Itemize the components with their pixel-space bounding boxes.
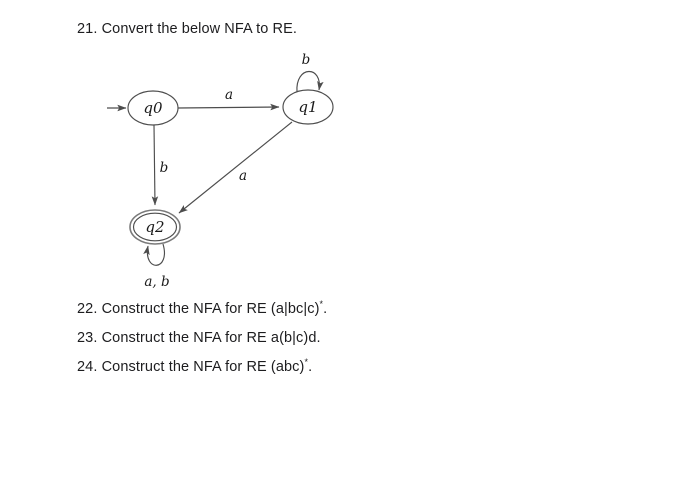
question-23-number: 23. [77,330,98,346]
question-24-text: Construct the NFA for RE (abc) [101,359,305,375]
question-24-trailing: . [308,359,313,375]
edge-q1-self-loop [296,71,324,93]
question-22-star: * [319,299,324,310]
edge-q2-self-loop [143,243,165,266]
edge-label-q1-self: b [302,52,311,68]
edge-q0-q1 [177,103,280,111]
state-q2-inner-circle [132,212,178,242]
nfa-diagram: q0 q1 q2 a b b a a, b [95,45,365,290]
question-23: 23. Construct the NFA for RE a(b|c)d. [77,330,321,347]
state-q2-label: q2 [145,218,164,236]
question-24: 24. Construct the NFA for RE (abc)*. [77,357,313,376]
edge-label-q2-self: a, b [144,274,169,290]
edge-q1-q2 [178,121,293,214]
question-24-number: 24. [77,359,98,375]
question-23-text: Construct the NFA for RE a(b|c)d. [101,330,321,346]
edge-q0-q2 [151,124,159,206]
state-q0-label: q0 [143,99,163,117]
question-22-number: 22. [77,301,98,317]
state-q1-circle [282,89,334,125]
edge-label-q1-q2: a [239,168,247,184]
question-22-text: Construct the NFA for RE (a|bc|c) [101,301,320,317]
question-22: 22. Construct the NFA for RE (a|bc|c)*. [77,299,328,318]
question-21-number: 21. [77,21,98,37]
question-21: 21. Convert the below NFA to RE. [77,21,297,38]
edge-label-q0-q1: a [225,87,233,103]
edge-label-q0-q2: b [160,160,169,176]
question-22-trailing: . [323,301,328,317]
question-24-star: * [304,357,309,368]
state-q1-label: q1 [298,98,317,116]
question-21-text: Convert the below NFA to RE. [101,21,298,37]
